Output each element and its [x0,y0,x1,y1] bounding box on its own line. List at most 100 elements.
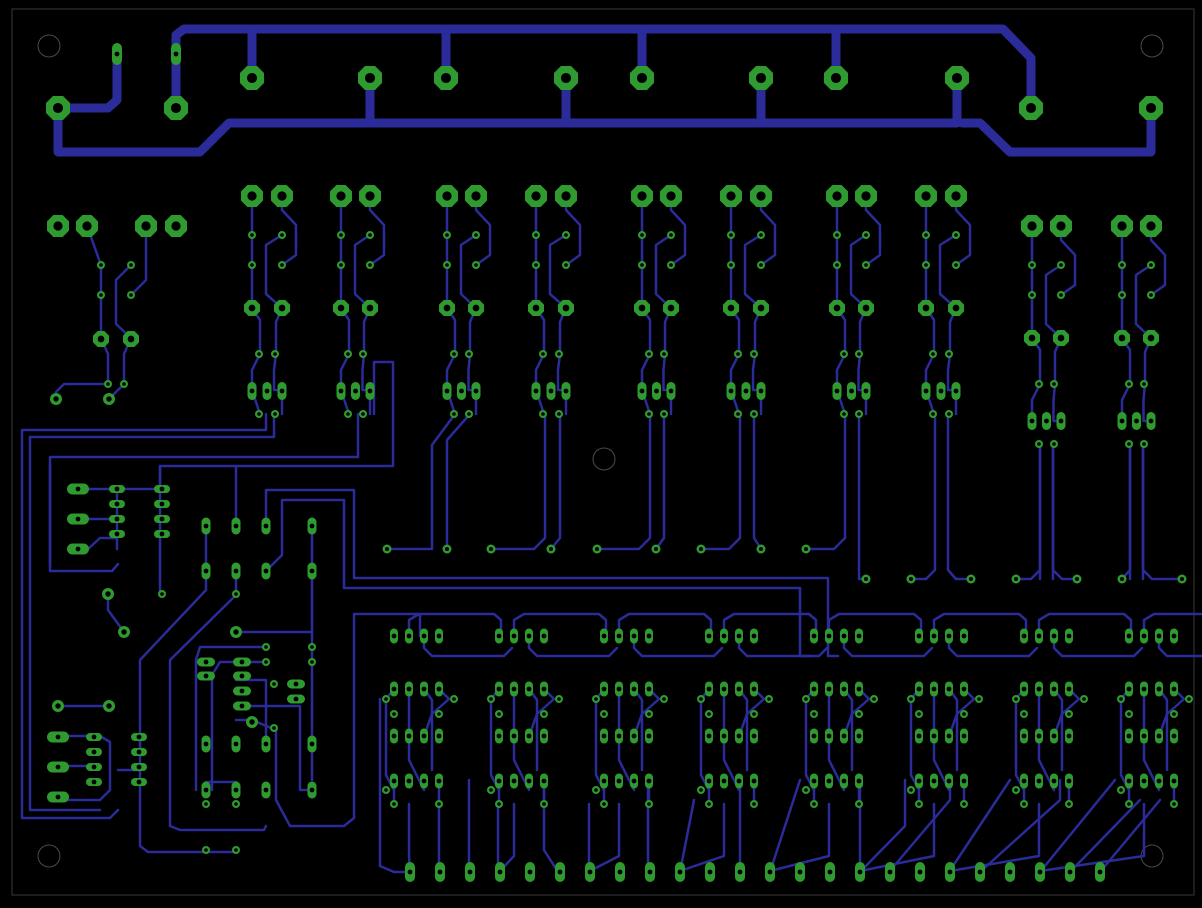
signal-trace [385,412,457,551]
pad-drill [728,388,734,394]
pad-drill [729,263,733,267]
pad-drill [272,726,276,730]
pad-drill [99,293,103,297]
pad-drill [849,388,854,394]
pad-drill [561,191,571,201]
pad-drill [1171,733,1177,739]
pad-drill [947,412,951,416]
pad-drill [99,263,103,267]
pad-drill [233,523,239,529]
pad-drill [440,72,452,84]
signal-trace [932,687,951,792]
pad-drill [842,352,846,356]
pad-drill [391,686,397,692]
pad-drill [203,523,209,529]
pad-drill [1171,778,1177,784]
pad-drill [1037,869,1043,875]
pad-drill [368,233,372,237]
pad-drill [736,352,740,356]
pad-drill [917,712,921,716]
pad-drill [767,697,771,701]
pad-drill [594,546,600,552]
pad-drill [564,233,568,237]
pad-drill [91,764,97,770]
pad-drill [952,304,960,312]
pad-drill [437,869,443,875]
pad-drill [1171,633,1177,639]
pad-drill [736,412,740,416]
pad-drill [392,802,396,806]
pad-drill [421,633,427,639]
pad-drill [1036,633,1042,639]
pad-drill [616,778,622,784]
pad-drill [263,523,269,529]
pad-drill [160,592,164,596]
pad-drill [638,304,646,312]
pad-drill [511,733,517,739]
pad-drill [654,388,659,394]
signal-trace [768,802,831,873]
pad-drill [542,802,546,806]
signal-trace [194,645,268,792]
pad-drill [707,869,713,875]
pad-drill [91,734,97,740]
signal-trace [947,687,976,738]
signal-trace [1037,687,1056,792]
pad-drill [872,697,876,701]
pad-drill [826,633,832,639]
pad-drill [1057,334,1065,342]
pad-drill [1067,802,1071,806]
pad-drill [631,633,637,639]
pad-drill [346,412,350,416]
signal-trace [1142,687,1161,792]
pad-drill [1126,733,1132,739]
mounting-hole [592,447,616,471]
pad-drill [272,682,276,686]
pad-drill [443,304,451,312]
pad-drill [1141,686,1147,692]
pad-drill [1172,712,1176,716]
pad-drill [421,733,427,739]
pad-drill [53,221,63,231]
pad-drill [1145,102,1157,114]
pad-drill [437,802,441,806]
pad-drill [946,633,952,639]
pad-drill [564,263,568,267]
pad-drill [159,516,165,522]
pad-drill [437,712,441,716]
signal-trace [361,306,372,392]
pad-drill [1142,382,1146,386]
pad-drill [616,686,622,692]
pad-drill [1097,869,1103,875]
pad-drill [1030,293,1034,297]
pad-drill [263,787,269,793]
signal-trace [264,498,812,658]
pad-drill [563,388,569,394]
pad-drill [129,293,133,297]
pad-drill [114,51,120,57]
pad-drill [729,233,733,237]
pad-drill [496,633,502,639]
pad-drill [1066,778,1072,784]
pad-drill [121,629,127,635]
signal-trace [678,802,726,873]
pad-drill [263,568,269,574]
pad-drill [812,712,816,716]
pad-drill [75,516,81,522]
pad-drill [534,233,538,237]
pad-drill [436,633,442,639]
pad-drill [706,778,712,784]
pad-drill [407,869,413,875]
signal-trace [1141,442,1184,581]
pad-drill [364,72,376,84]
pad-drill [921,191,931,201]
board-outline [11,8,1195,896]
pad-drill [962,712,966,716]
pad-drill [366,304,374,312]
pad-drill [141,221,151,231]
pad-drill [707,802,711,806]
pad-drill [662,412,666,416]
pad-drill [136,779,142,785]
pad-drill [452,412,456,416]
signal-trace [722,612,818,638]
